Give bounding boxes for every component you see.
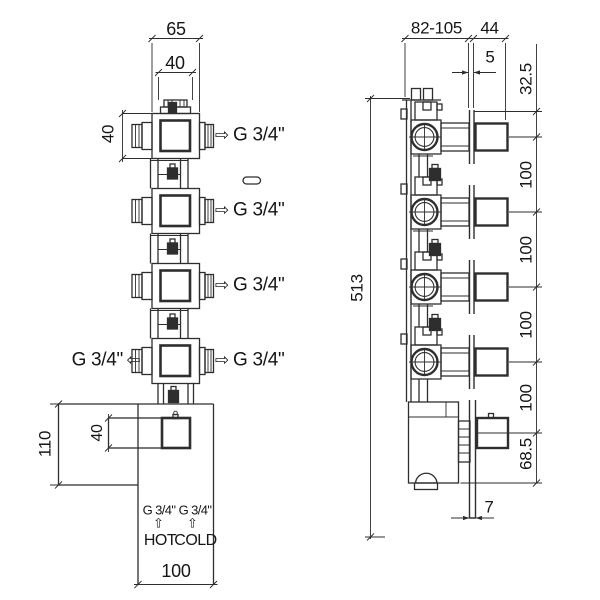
dim-depth-range-label: 82-105	[410, 18, 463, 38]
hot-label: HOT	[143, 532, 177, 549]
front-bottom-connector	[157, 383, 195, 404]
outlet-label-2: G 3/4"	[233, 199, 285, 221]
side-valve-3	[399, 250, 509, 316]
dim-513-lines	[365, 94, 410, 541]
dim-spacing-label-2: 100	[516, 235, 536, 264]
front-connector-2	[149, 232, 189, 265]
dim-body-height-label: 110	[35, 430, 55, 458]
front-valve-2	[130, 187, 215, 235]
side-top-bracket	[402, 87, 441, 101]
dim-spacing-label-4: 100	[516, 383, 536, 412]
dim-65-lines	[148, 34, 204, 112]
side-view-drawing	[365, 34, 542, 541]
dim-40-top-lines	[154, 68, 197, 100]
dim-depth-lines	[401, 34, 510, 120]
front-top-cap	[159, 99, 192, 115]
slot-marker	[242, 176, 262, 185]
outlet-label-4: G 3/4"	[233, 349, 285, 371]
dim-plate-thickness-label: 5	[485, 47, 495, 67]
side-mixer-handle	[475, 412, 542, 450]
dim-cartridge-height-label: 40	[89, 424, 106, 442]
dim-trim-width-label: 40	[165, 53, 185, 73]
outlet-label-3: G 3/4"	[233, 274, 285, 296]
front-valve-3	[130, 262, 215, 310]
outlet-left-label: G 3/4"	[71, 349, 124, 371]
dim-7-lines	[451, 515, 494, 521]
front-mixer-body	[57, 403, 215, 585]
flow-arrow-right-icon: ⇨	[214, 275, 230, 296]
dim-5-lines	[452, 70, 496, 75]
dim-width-total-label: 65	[166, 19, 186, 39]
flow-arrow-left-icon: ⇦	[126, 350, 141, 371]
dim-spacing-label-3: 100	[516, 310, 536, 339]
flow-arrow-right-icon: ⇨	[214, 200, 230, 221]
dim-100-front-lines	[134, 580, 218, 589]
side-mounting-rail	[405, 100, 412, 402]
dim-right-column-lines	[460, 44, 542, 487]
side-mixer-body	[407, 401, 471, 491]
side-bottom-connector	[418, 379, 429, 402]
side-valve-4	[399, 325, 509, 391]
front-connector-1	[149, 157, 189, 190]
front-view-drawing	[50, 34, 262, 589]
outlet-label-1: G 3/4"	[233, 124, 285, 146]
dim-110-lines	[50, 400, 63, 489]
front-valve-1	[130, 112, 215, 160]
dim-handle-depth-label: 44	[480, 18, 499, 38]
flow-arrow-up-icon: ⇧	[153, 516, 164, 532]
dim-valve-height-label: 40	[98, 124, 118, 144]
flow-arrow-up-icon: ⇧	[187, 516, 198, 532]
dim-40-valve-lines	[118, 109, 152, 163]
front-connector-3	[149, 307, 189, 340]
dim-plate-overhang-label: 7	[484, 497, 494, 517]
flow-arrow-right-icon: ⇨	[214, 125, 230, 146]
inlet-hot-size-label: G 3/4"	[142, 502, 176, 518]
dim-bottom-offset-label: 68.5	[516, 438, 535, 470]
side-valve-2	[399, 175, 509, 241]
inlet-cold-size-label: G 3/4"	[178, 502, 212, 518]
dim-40-cartridge-lines	[104, 414, 113, 452]
dim-spacing-label-1: 100	[516, 160, 536, 189]
dim-total-height-label: 513	[347, 273, 366, 302]
flow-arrow-right-icon: ⇨	[214, 350, 230, 371]
front-valve-4	[130, 337, 215, 385]
dim-top-offset-label: 32.5	[516, 63, 536, 95]
dim-inlet-width-label: 100	[161, 561, 191, 581]
cold-label: COLD	[174, 532, 217, 549]
